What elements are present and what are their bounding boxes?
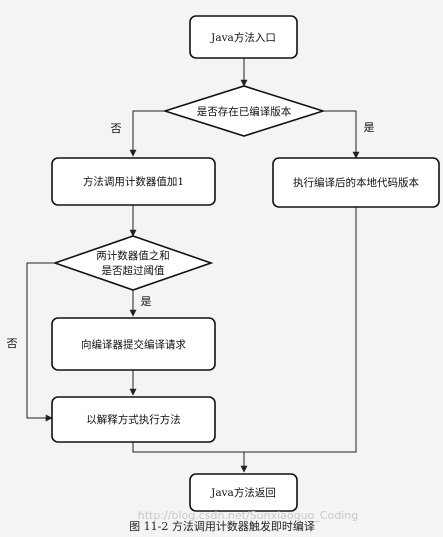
edge-label-threshold-no: 否: [7, 337, 18, 350]
node-check-threshold-label-line1: 两计数器值之和: [96, 249, 170, 262]
edge-label-threshold-yes: 是: [141, 295, 152, 308]
edge-check-no: [129, 110, 165, 157]
node-run-native-label: 执行编译后的本地代码版本: [293, 176, 419, 189]
node-submit-request: [51, 317, 216, 371]
node-exit-label: Java方法返回: [210, 486, 276, 499]
edge-interpret-to-merge: [132, 442, 244, 453]
edge-threshold-no: [26, 262, 55, 422]
watermark: http://blog.csdn.net/Sunxiaoguo_Coding: [138, 509, 358, 522]
node-run-native: [272, 157, 440, 208]
figure-caption: 图 11-2 方法调用计数器触发即时编译: [129, 519, 315, 533]
node-check-threshold: [52, 235, 214, 291]
edge-check-yes: [323, 110, 360, 159]
edge-label-check-yes: 是: [364, 121, 375, 134]
node-interpret: [51, 396, 216, 443]
node-increment-counter: [51, 157, 216, 206]
edge-native-to-merge: [244, 207, 357, 453]
node-check-compiled: [162, 85, 326, 137]
node-check-threshold-label-line2: 是否超过阈值: [102, 264, 165, 277]
edge-label-check-no: 否: [111, 122, 122, 135]
node-entry: [189, 15, 298, 59]
node-exit: [189, 473, 298, 512]
node-increment-counter-label: 方法调用计数器值加1: [83, 175, 184, 188]
node-submit-request-label: 向编译器提交编译请求: [81, 338, 186, 351]
node-check-compiled-label: 是否存在已编译版本: [197, 105, 292, 118]
node-entry-label: Java方法入口: [210, 31, 276, 44]
node-interpret-label: 以解释方式执行方法: [86, 413, 181, 426]
